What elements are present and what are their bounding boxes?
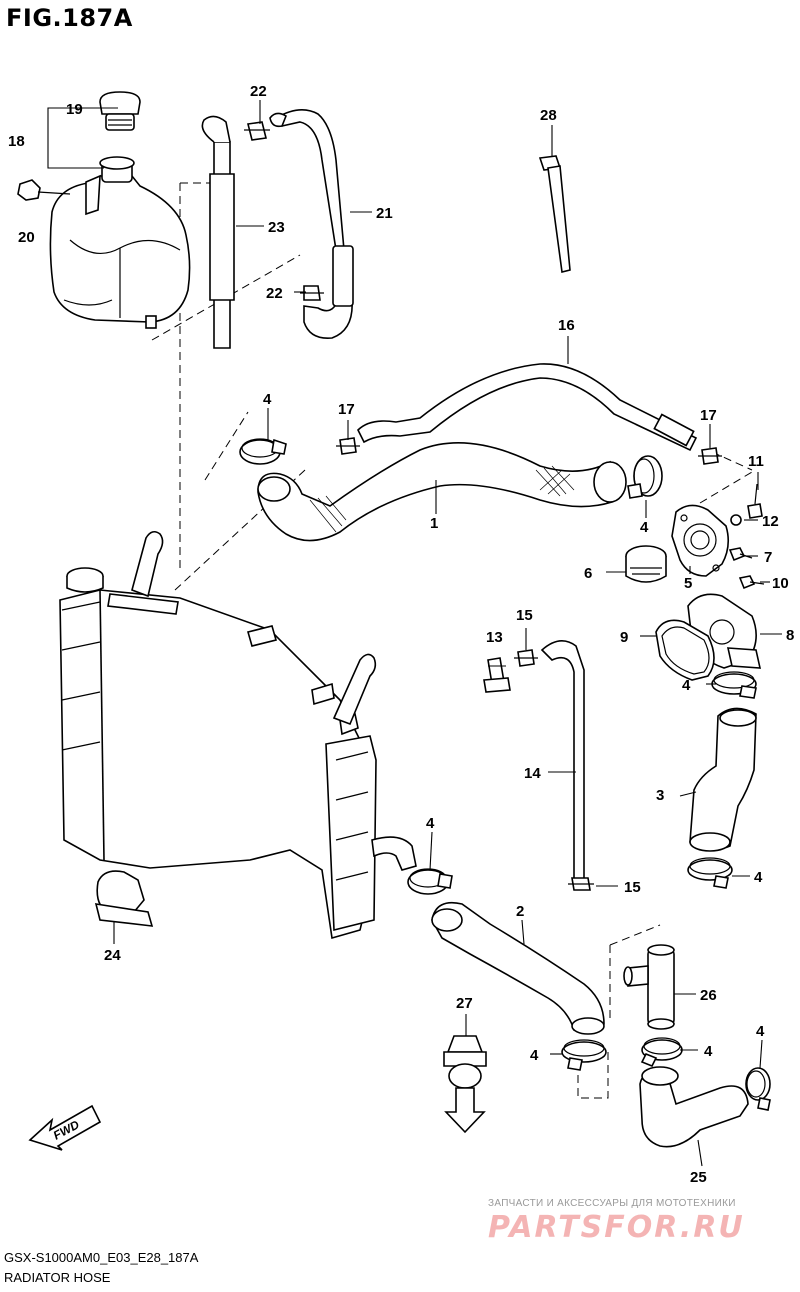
- bypass-hose-16: [357, 363, 698, 452]
- callout-26: 26: [700, 987, 717, 1004]
- clip-15-lower: [568, 877, 594, 891]
- bolt-10: [738, 575, 765, 590]
- watermark-tagline: ЗАПЧАСТИ И АКСЕССУАРЫ ДЛЯ МОТОТЕХНИКИ: [488, 1198, 736, 1209]
- grommet-27: [443, 1035, 487, 1134]
- radiator-hose-2: [431, 901, 605, 1035]
- hose-clamp-4-thermostat: [627, 455, 663, 499]
- leader-lines: [47, 100, 782, 1167]
- callout-11: 11: [748, 453, 764, 470]
- callout-17-left: 17: [338, 401, 355, 418]
- bolt-13: [483, 657, 511, 693]
- callout-18: 18: [8, 133, 25, 150]
- hose-clamp-4-hose3-top: [711, 671, 757, 699]
- callout-13: 13: [486, 629, 503, 646]
- callout-15-lower: 15: [624, 879, 641, 896]
- callout-7: 7: [764, 549, 772, 566]
- clip-17-left: [336, 437, 360, 455]
- callout-22-upper: 22: [250, 83, 267, 100]
- hose-clamp-4-hose3-bottom: [687, 857, 733, 889]
- reservoir-cap: [99, 91, 141, 131]
- section-title: RADIATOR HOSE: [4, 1270, 111, 1285]
- watermark-logo: PARTSFOR.RU: [488, 1210, 745, 1245]
- cable-tie-28: [538, 155, 571, 273]
- callout-22-lower: 22: [266, 285, 283, 302]
- callout-4-hose26: 4: [704, 1043, 713, 1060]
- callout-10: 10: [772, 575, 789, 592]
- radiator-hose-1: [257, 442, 627, 542]
- bolt-7: [728, 547, 753, 562]
- callout-3: 3: [656, 787, 664, 804]
- hose-clamp-4-hose2: [561, 1039, 607, 1071]
- callout-4-hose3-bottom: 4: [754, 869, 763, 886]
- callout-9: 9: [620, 629, 628, 646]
- callout-4-radiator-outlet: 4: [426, 815, 435, 832]
- gasket-9: [655, 619, 715, 681]
- callout-16: 16: [558, 317, 575, 334]
- hose-14: [540, 640, 585, 881]
- fwd-arrow: FWD: [28, 1104, 102, 1151]
- hose-clamp-4-hose26: [640, 1037, 683, 1068]
- callout-20: 20: [18, 229, 35, 246]
- bolt-11: [747, 483, 763, 519]
- callout-23: 23: [268, 219, 285, 236]
- callout-8: 8: [786, 627, 794, 644]
- callout-4-hose2: 4: [530, 1047, 539, 1064]
- callout-5: 5: [684, 575, 692, 592]
- reference-code: GSX-S1000AM0_E03_E28_187A: [4, 1250, 199, 1265]
- reservoir-tank: [49, 156, 191, 329]
- callout-14: 14: [524, 765, 541, 782]
- radiator: [59, 530, 417, 940]
- figure-title: FIG.187A: [6, 4, 133, 32]
- thermostat-6: [625, 545, 667, 583]
- reservoir-hose-23: [201, 115, 235, 349]
- callout-4-hose3-top: 4: [682, 677, 691, 694]
- callout-27: 27: [456, 995, 473, 1012]
- clip-15-upper: [514, 649, 538, 667]
- hose-clamp-4-radiator-outlet: [407, 868, 453, 895]
- callout-25: 25: [690, 1169, 707, 1186]
- water-hose-25: [639, 1066, 749, 1148]
- callout-2: 2: [516, 903, 524, 920]
- callout-labels: 1 2 3 4 4 4 4 4 4 4 4 4 5 6 7 8 9 10 11 …: [8, 83, 794, 1186]
- callout-19: 19: [66, 101, 83, 118]
- callout-12: 12: [762, 513, 779, 530]
- callout-21: 21: [376, 205, 393, 222]
- bolt-20: [17, 179, 71, 201]
- callout-28: 28: [540, 107, 557, 124]
- water-pipe-26: [623, 944, 675, 1030]
- clip-17-right: [698, 447, 722, 465]
- callout-24: 24: [104, 947, 121, 964]
- hose-bracket-24: [94, 870, 154, 927]
- overflow-hose-21: [269, 109, 354, 339]
- callout-15-upper: 15: [516, 607, 533, 624]
- callout-4-hose25: 4: [756, 1023, 765, 1040]
- callout-4-upper-left: 4: [263, 391, 272, 408]
- thermostat-cover-5: [671, 504, 730, 577]
- callout-1: 1: [430, 515, 438, 532]
- o-ring-12: [730, 514, 742, 526]
- hose-clamp-4-hose25: [745, 1067, 771, 1111]
- clip-22-lower: [300, 285, 324, 301]
- hose-clamp-4-upper-left: [239, 438, 287, 465]
- clip-22-upper: [244, 121, 270, 141]
- callout-6: 6: [584, 565, 592, 582]
- callout-4-thermostat: 4: [640, 519, 649, 536]
- callout-17-right: 17: [700, 407, 717, 424]
- radiator-hose-3: [689, 707, 757, 852]
